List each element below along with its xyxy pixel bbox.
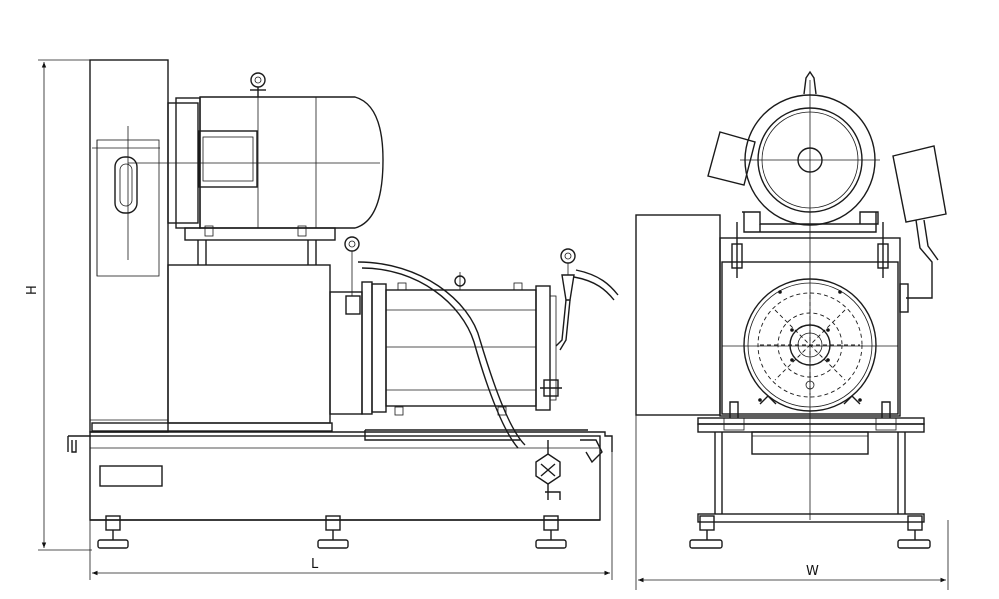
leveling-foot <box>535 515 567 549</box>
height-dimension: H <box>25 59 92 551</box>
base-frame <box>67 422 613 521</box>
housing-column <box>89 59 169 433</box>
side-view: H L <box>25 59 619 580</box>
control-box <box>892 145 947 313</box>
leveling-feet-side <box>97 515 567 549</box>
width-dimension: W <box>635 215 949 590</box>
motor-side <box>128 72 384 265</box>
leveling-feet-front <box>689 515 931 549</box>
motor-front <box>707 70 880 520</box>
drain-valve <box>535 440 561 500</box>
leveling-foot <box>897 515 931 549</box>
bearing-housing <box>167 236 363 424</box>
height-label: H <box>25 285 40 295</box>
leveling-foot <box>317 515 349 549</box>
main-housing-front <box>719 222 901 417</box>
cooling-hose <box>357 261 619 449</box>
width-label: W <box>806 564 819 579</box>
leveling-foot <box>97 515 129 549</box>
front-view: W <box>635 70 949 590</box>
length-dimension: L <box>89 440 613 580</box>
length-label: L <box>311 557 319 572</box>
front-base <box>697 401 925 523</box>
leveling-foot <box>689 515 723 549</box>
grinding-cylinder <box>361 248 576 416</box>
housing-column-front <box>635 214 721 416</box>
